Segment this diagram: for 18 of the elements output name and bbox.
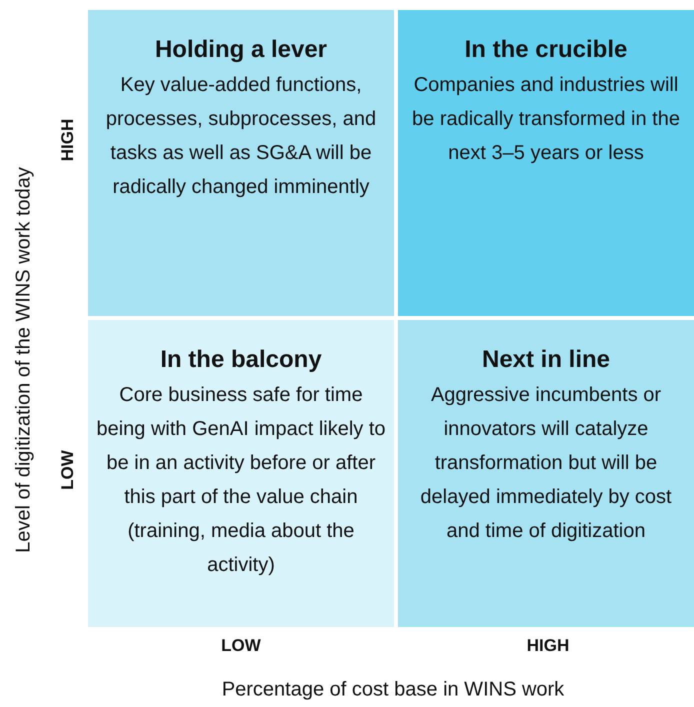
- quadrant-description: Companies and industries will be radically transformed in the next 3–5 years or less: [411, 73, 681, 166]
- x-axis-title: Percentage of cost base in WINS work: [222, 678, 564, 702]
- quadrant-box: [88, 10, 394, 316]
- quadrant-heading: In the balcony: [160, 346, 322, 374]
- quadrant-description: Aggressive incumbents or innovators will catalyze transformation but will be delayed immediately by cost and time of digitization: [419, 383, 673, 544]
- quadrant-box: [88, 320, 394, 627]
- quadrant-heading: Holding a lever: [154, 36, 328, 64]
- axis-tick-label: LOW: [58, 450, 78, 490]
- quadrant-box: [398, 10, 694, 316]
- axis-tick-label: HIGH: [526, 636, 570, 656]
- quadrant-description: Key value-added functions, processes, subprocesses, and tasks as well as SG&A will be radically changed imminently: [104, 73, 378, 200]
- quadrant-description: Core business safe for time being with GenAI impact likely to be in an activity before or after this part of the value chain (training, media about the activity): [96, 383, 386, 578]
- y-axis-title: Level of digitization of the WINS work today: [12, 167, 36, 553]
- quadrant-heading: In the crucible: [464, 36, 628, 64]
- axis-tick-label: HIGH: [58, 118, 78, 162]
- axis-tick-label: LOW: [221, 636, 261, 656]
- quadrant-heading: Next in line: [482, 346, 610, 374]
- quadrant-box: [398, 320, 694, 627]
